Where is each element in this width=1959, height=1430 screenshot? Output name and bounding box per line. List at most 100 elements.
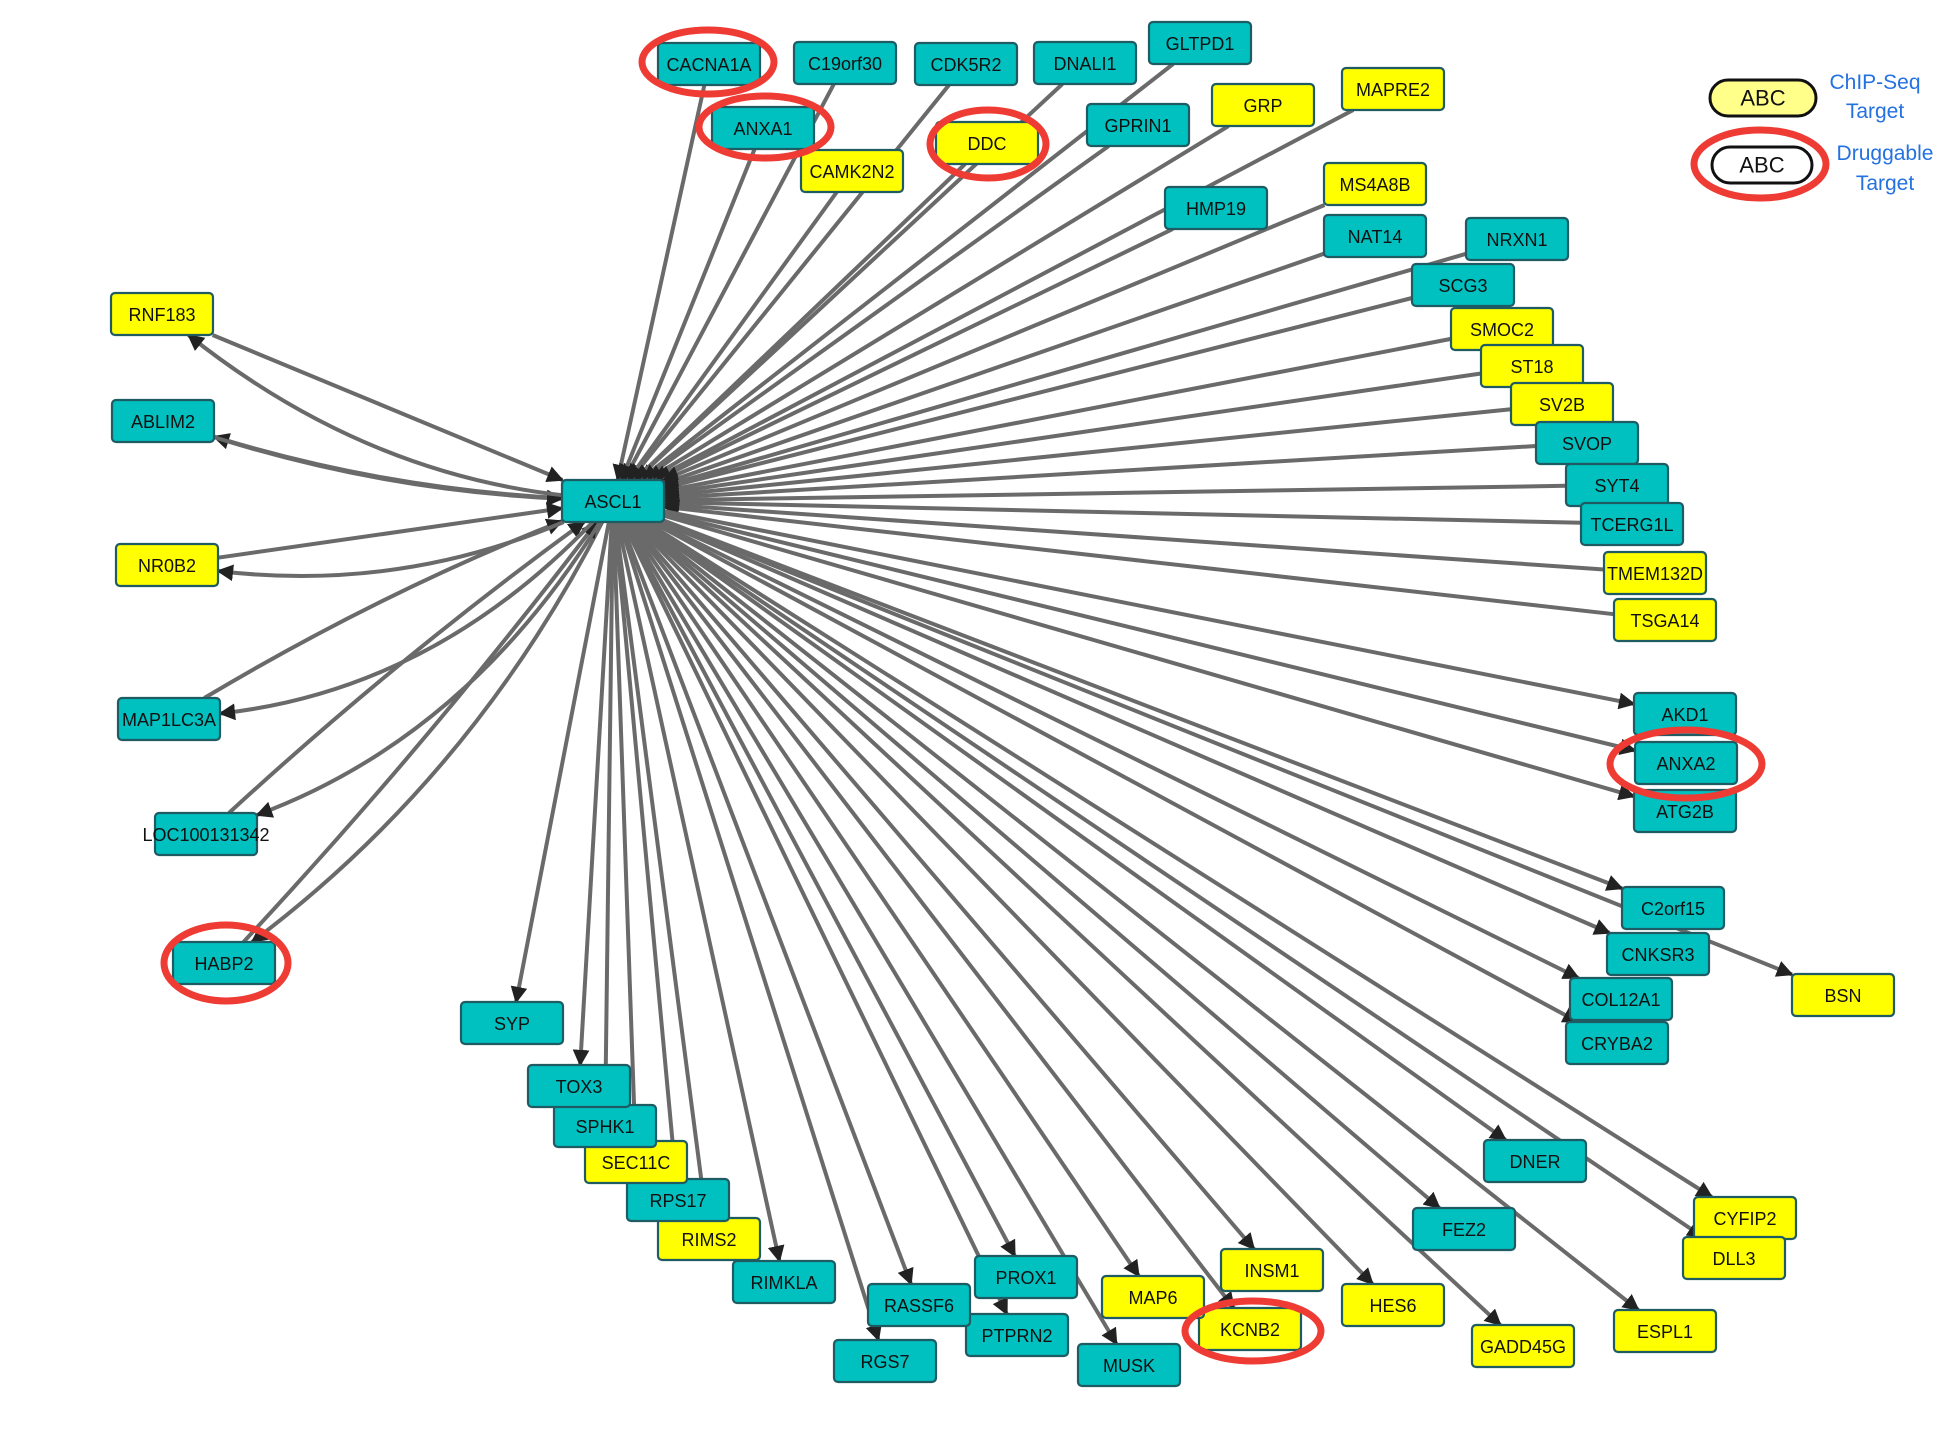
node-cnksr3: CNKSR3: [1605, 931, 1711, 977]
node-label-rimkla: RIMKLA: [750, 1273, 817, 1293]
node-ddc: DDC: [934, 120, 1040, 166]
node-label-sphk1: SPHK1: [575, 1117, 634, 1137]
legend-chipseq-swatch: ABC: [1708, 78, 1818, 118]
node-anxa1: ANXA1: [710, 105, 816, 151]
node-c2orf15: C2orf15: [1620, 885, 1726, 931]
node-label-anxa2: ANXA2: [1656, 754, 1715, 774]
edge-ablim2-to-ascl1: [213, 435, 564, 507]
node-box-tcerg1l: [1579, 501, 1685, 547]
node-akd1: AKD1: [1632, 691, 1738, 737]
edge-ascl1-to-rims2: [613, 521, 713, 1220]
edge-smoc2-to-ascl1: [662, 336, 1452, 497]
node-espl1: ESPL1: [1612, 1308, 1718, 1354]
node-box-rimkla: [731, 1259, 837, 1305]
node-box-nat14: [1322, 213, 1428, 259]
edge-rnf183-to-ascl1: [211, 333, 564, 482]
node-box-nr0b2: [114, 542, 220, 588]
edge-hmp19-to-ascl1: [654, 227, 1174, 482]
node-box-bsn: [1790, 972, 1896, 1018]
node-rims2: RIMS2: [656, 1216, 762, 1262]
node-label-hmp19: HMP19: [1186, 199, 1246, 219]
edge-nrxn1-to-ascl1: [662, 251, 1467, 491]
node-tcerg1l: TCERG1L: [1579, 501, 1685, 547]
edge-ascl1-to-map6: [625, 520, 1141, 1278]
edge-sv2b-to-ascl1: [662, 407, 1512, 503]
node-box-akd1: [1632, 691, 1738, 737]
node-box-nrxn1: [1464, 216, 1570, 262]
node-cacna1a: CACNA1A: [656, 41, 762, 87]
edge-tmem132d-to-ascl1: [662, 497, 1605, 572]
node-dner: DNER: [1482, 1138, 1588, 1184]
node-label-svop: SVOP: [1562, 434, 1612, 454]
node-box-fez2: [1411, 1206, 1517, 1252]
node-label-atg2b: ATG2B: [1656, 802, 1714, 822]
node-syt4: SYT4: [1564, 462, 1670, 508]
edge-syt4-to-ascl1: [662, 483, 1567, 509]
edge-camk2n2-to-ascl1: [626, 190, 839, 482]
edge-ascl1-to-prox1: [622, 521, 1017, 1258]
node-box-rgs7: [832, 1338, 938, 1384]
edge-st18-to-ascl1: [662, 371, 1482, 500]
node-label-insm1: INSM1: [1244, 1261, 1299, 1281]
node-label-tox3: TOX3: [556, 1077, 603, 1097]
druggable-ring-ddc: [926, 106, 1050, 182]
node-box-syp: [459, 1000, 565, 1046]
edge-ascl1-to-bsn: [663, 519, 1794, 977]
edge-habp2-to-ascl1: [242, 520, 599, 944]
node-label-anxa1: ANXA1: [733, 119, 792, 139]
legend-druggable-line1: Druggable: [1837, 142, 1934, 165]
node-atg2b: ATG2B: [1632, 788, 1738, 834]
node-label-habp2: HABP2: [194, 954, 253, 974]
druggable-ring-anxa1: [695, 92, 835, 162]
node-map1lc3a: MAP1LC3A: [116, 696, 222, 742]
edge-ascl1-to-syp: [510, 521, 611, 1004]
node-rassf6: RASSF6: [866, 1282, 972, 1328]
node-label-map6: MAP6: [1128, 1288, 1177, 1308]
edge-ascl1-to-rgs7: [617, 521, 882, 1342]
legend-druggable-line2: Target: [1856, 172, 1915, 195]
edge-anxa1-to-ascl1: [619, 148, 757, 482]
node-cdk5r2: CDK5R2: [913, 41, 1019, 87]
node-label-dner: DNER: [1509, 1152, 1560, 1172]
node-box-ablim2: [110, 398, 216, 444]
node-loc100131342: LOC100131342: [142, 811, 270, 857]
node-nat14: NAT14: [1322, 213, 1428, 259]
node-label-smoc2: SMOC2: [1470, 320, 1534, 340]
node-label-camk2n2: CAMK2N2: [809, 162, 894, 182]
legend-chipseq-line2: Target: [1846, 100, 1905, 123]
edge-ascl1-to-dner: [641, 520, 1508, 1142]
node-label-ms4a8b: MS4A8B: [1339, 175, 1410, 195]
node-label-c19orf30: C19orf30: [808, 54, 882, 74]
druggable-rings-layer: [160, 26, 1766, 1365]
node-box-ms4a8b: [1322, 161, 1428, 207]
edge-ascl1-to-tox3: [572, 521, 614, 1067]
edge-nat14-to-ascl1: [662, 251, 1325, 487]
node-box-tsga14: [1612, 597, 1718, 643]
node-st18: ST18: [1479, 343, 1585, 389]
edge-ascl1-to-sec11c: [611, 521, 644, 1143]
node-label-ptprn2: PTPRN2: [981, 1326, 1052, 1346]
legend-druggable-abc: ABC: [1739, 153, 1784, 178]
edge-gltpd1-to-ascl1: [638, 62, 1175, 482]
node-label-grp: GRP: [1243, 96, 1282, 116]
node-box-insm1: [1219, 1247, 1325, 1293]
edge-ascl1-to-cnksr3: [660, 520, 1612, 935]
node-tox3: TOX3: [526, 1063, 632, 1109]
node-c19orf30: C19orf30: [792, 40, 898, 86]
node-box-col12a1: [1568, 976, 1674, 1022]
edge-grp-to-ascl1: [646, 124, 1230, 482]
node-label-rps17: RPS17: [649, 1191, 706, 1211]
edge-mapre2-to-ascl1: [651, 108, 1355, 482]
edge-ascl1-to-rnf183: [187, 333, 563, 498]
node-box-hes6: [1340, 1282, 1446, 1328]
node-label-musk: MUSK: [1103, 1356, 1155, 1376]
node-label-cdk5r2: CDK5R2: [930, 55, 1001, 75]
edge-ddc-to-ascl1: [633, 162, 967, 482]
node-box-dll3: [1681, 1235, 1787, 1281]
node-label-bsn: BSN: [1824, 986, 1861, 1006]
node-label-kcnb2: KCNB2: [1220, 1320, 1280, 1340]
node-fez2: FEZ2: [1411, 1206, 1517, 1252]
edge-tcerg1l-to-ascl1: [662, 494, 1582, 525]
